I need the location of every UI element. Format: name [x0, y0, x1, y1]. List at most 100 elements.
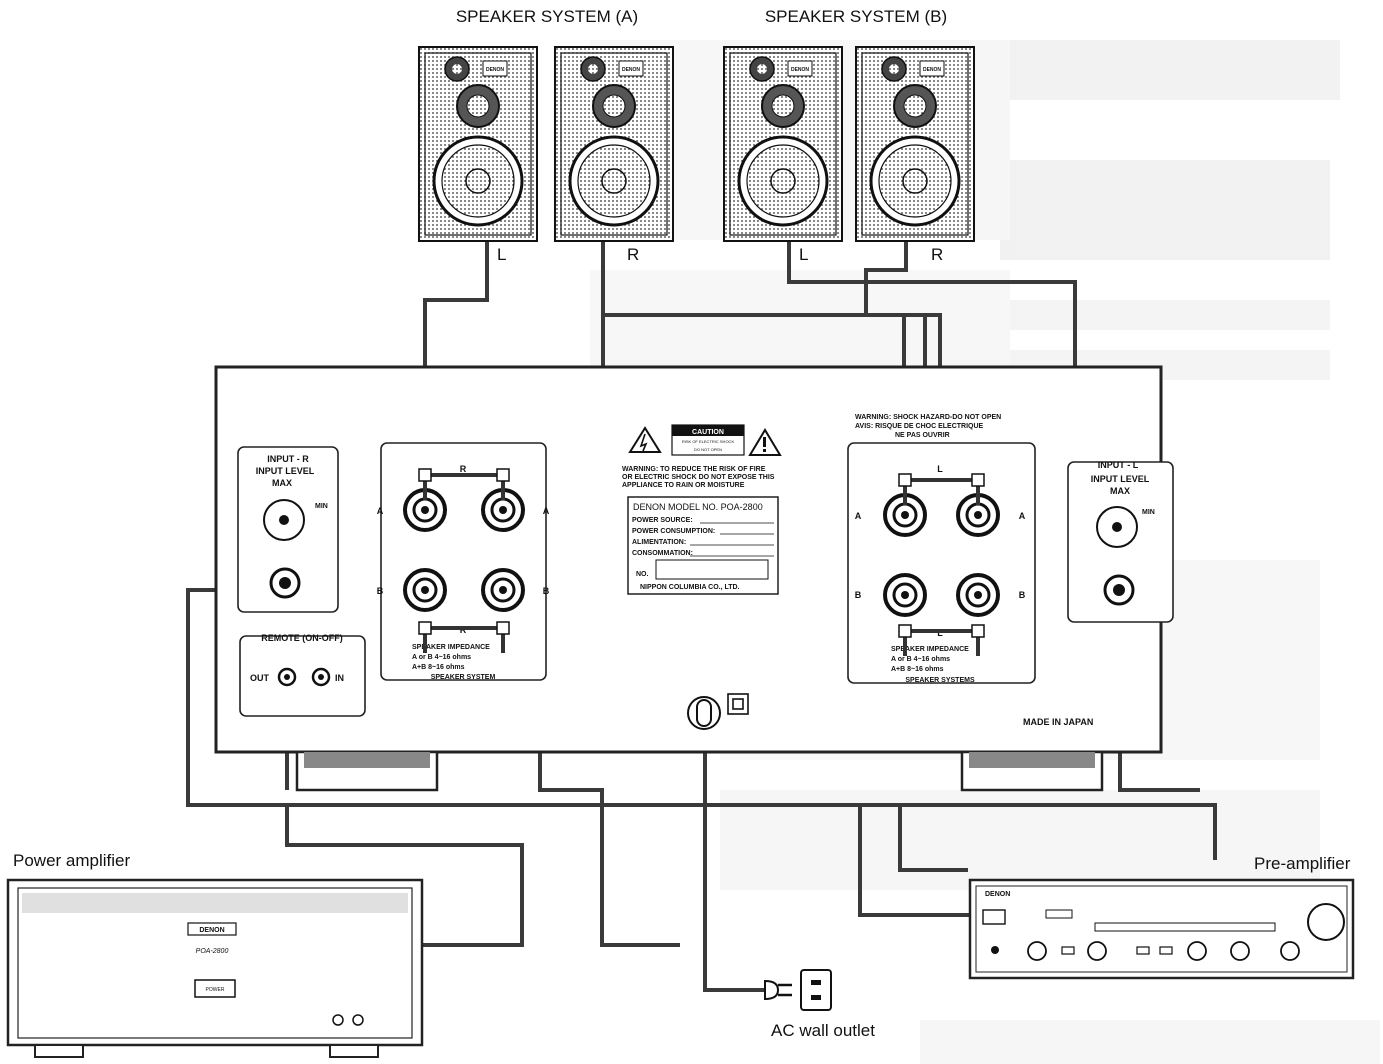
- binding-post: [481, 488, 525, 532]
- input-l-sub: INPUT LEVEL: [1091, 474, 1150, 484]
- speaker-terminal-r: R R A A B B SPEAKER IMPEDANCE A or B 4~1…: [377, 442, 550, 681]
- terminal-r-tag-a-right: A: [543, 506, 550, 516]
- power-amplifier: Power amplifier DENON POA-2800 POWER: [6, 851, 424, 1058]
- remote-in-label: IN: [335, 673, 344, 683]
- speaker-b-left: DENON: [723, 46, 843, 242]
- input-l-min: MIN: [1142, 509, 1155, 516]
- plate-consumption: POWER CONSUMPTION:: [632, 528, 715, 535]
- caution-warning1: WARNING: TO REDUCE THE RISK OF FIRE: [622, 466, 766, 473]
- terminal-l-footer: SPEAKER SYSTEMS: [905, 677, 975, 684]
- remote-out-jack: [277, 667, 297, 687]
- input-r-max: MAX: [272, 478, 292, 488]
- outlet-icon: [800, 969, 832, 1011]
- svg-text:DENON: DENON: [486, 67, 504, 73]
- speaker-b-left-marker: L: [799, 245, 808, 264]
- brand-plate: [787, 60, 813, 77]
- binding-post: [956, 573, 1000, 617]
- post-link-wire: [423, 626, 505, 653]
- plate-no: NO.: [636, 571, 649, 578]
- terminal-r-line2: A+B 8~16 ohms: [412, 664, 465, 671]
- speaker-system-b: SPEAKER SYSTEM (B) DENON DENON: [723, 7, 975, 242]
- terminal-l-impedance: SPEAKER IMPEDANCE: [891, 646, 969, 653]
- power-amp-label: Power amplifier: [13, 851, 130, 870]
- caution-warning3: APPLIANCE TO RAIN OR MOISTURE: [622, 482, 745, 489]
- speaker-a-right-marker: R: [627, 245, 639, 264]
- binding-post: [481, 568, 525, 612]
- plate-power-source: POWER SOURCE:: [632, 517, 693, 524]
- speaker-a-left-marker: L: [497, 245, 506, 264]
- terminal-r-letter: R: [460, 464, 467, 474]
- speaker-system-a-label: SPEAKER SYSTEM (A): [456, 7, 638, 26]
- pre-amplifier: Pre-amplifier DENON: [968, 854, 1355, 980]
- ac-outlet-label: AC wall outlet: [771, 1021, 875, 1040]
- speaker-system-a: SPEAKER SYSTEM (A) DENON DENON: [418, 7, 674, 242]
- binding-posts: [403, 468, 1000, 656]
- svg-text:DENON: DENON: [923, 67, 941, 73]
- post-link-wire: [903, 478, 980, 505]
- caution-title: CAUTION: [692, 429, 724, 436]
- warning-right-3: NE PAS OUVRIR: [895, 432, 950, 439]
- brand-plate: [618, 60, 644, 77]
- post-link-wire: [423, 473, 505, 500]
- brand-plate: [919, 60, 945, 77]
- remote-panel: REMOTE (ON-OFF) OUT IN: [239, 633, 366, 717]
- input-l-title: INPUT - L: [1098, 460, 1139, 470]
- power-amp-model: POA-2800: [196, 948, 229, 955]
- terminal-l-letter: L: [937, 464, 943, 474]
- input-l-panel: INPUT - L INPUT LEVEL MAX MIN: [1067, 460, 1174, 623]
- speaker-b-right-marker: R: [931, 245, 943, 264]
- pre-amp-brand: DENON: [985, 891, 1010, 898]
- power-cord-inlet: [687, 693, 749, 730]
- binding-post: [403, 568, 447, 612]
- input-l-jack: [1103, 574, 1135, 606]
- rating-plate: DENON MODEL NO. POA-2800 POWER SOURCE: P…: [627, 496, 779, 595]
- input-r-title: INPUT - R: [267, 454, 309, 464]
- plate-alimentation: ALIMENTATION:: [632, 539, 686, 546]
- caution-warning2: OR ELECTRIC SHOCK DO NOT EXPOSE THIS: [622, 474, 775, 481]
- speaker-system-b-label: SPEAKER SYSTEM (B): [765, 7, 947, 26]
- binding-post: [956, 493, 1000, 537]
- svg-text:DENON: DENON: [622, 67, 640, 73]
- terminal-r-footer: SPEAKER SYSTEM: [431, 674, 496, 681]
- remote-out-label: OUT: [250, 673, 270, 683]
- input-r-min: MIN: [315, 503, 328, 510]
- terminal-l-tag-a-right: A: [1019, 511, 1026, 521]
- input-r-level-knob: [263, 499, 305, 541]
- power-amp-brand: DENON: [199, 927, 224, 934]
- remote-title: REMOTE (ON-OFF): [261, 633, 343, 643]
- input-r-jack: [269, 567, 301, 599]
- input-l-level-knob: [1096, 506, 1138, 548]
- remote-in-jack: [311, 667, 331, 687]
- terminal-l-tag-b-right: B: [1019, 590, 1026, 600]
- speaker-b-right: DENON: [855, 46, 975, 242]
- terminal-r-tag-a-left: A: [377, 506, 384, 516]
- warning-right-1: WARNING: SHOCK HAZARD-DO NOT OPEN: [855, 414, 1001, 421]
- terminal-l-line2: A+B 8~16 ohms: [891, 666, 944, 673]
- svg-text:DENON: DENON: [791, 67, 809, 73]
- speaker-a-right: DENON: [554, 46, 674, 242]
- brand-plate: [482, 60, 508, 77]
- amp-rear-panel: INPUT - R INPUT LEVEL MAX MIN REMOTE (ON…: [214, 365, 1174, 792]
- power-amp-button: POWER: [206, 987, 225, 993]
- binding-post: [883, 573, 927, 617]
- plate-consommation: CONSOMMATION:: [632, 550, 693, 557]
- pre-amp-label: Pre-amplifier: [1254, 854, 1351, 873]
- post-link-wire: [903, 629, 980, 656]
- terminal-l-tag-a-left: A: [855, 511, 862, 521]
- plate-model: DENON MODEL NO. POA-2800: [633, 502, 763, 512]
- caution-line2: DO NOT OPEN: [694, 447, 722, 452]
- ac-wall-outlet: AC wall outlet: [764, 969, 875, 1040]
- input-r-panel: INPUT - R INPUT LEVEL MAX MIN: [237, 446, 339, 613]
- warning-right-2: AVIS: RISQUE DE CHOC ELECTRIQUE: [855, 423, 984, 430]
- input-l-max: MAX: [1110, 486, 1130, 496]
- terminal-r-line1: A or B 4~16 ohms: [412, 654, 471, 661]
- terminal-r-tag-b-right: B: [543, 586, 550, 596]
- plug-icon: [764, 979, 792, 1001]
- input-r-sub: INPUT LEVEL: [256, 466, 315, 476]
- plate-maker: NIPPON COLUMBIA CO., LTD.: [640, 584, 740, 591]
- terminal-r-tag-b-left: B: [377, 586, 384, 596]
- speaker-a-left: DENON: [418, 46, 538, 242]
- made-in-label: MADE IN JAPAN: [1023, 717, 1093, 727]
- caution-label: CAUTION RISK OF ELECTRIC SHOCK DO NOT OP…: [622, 424, 782, 489]
